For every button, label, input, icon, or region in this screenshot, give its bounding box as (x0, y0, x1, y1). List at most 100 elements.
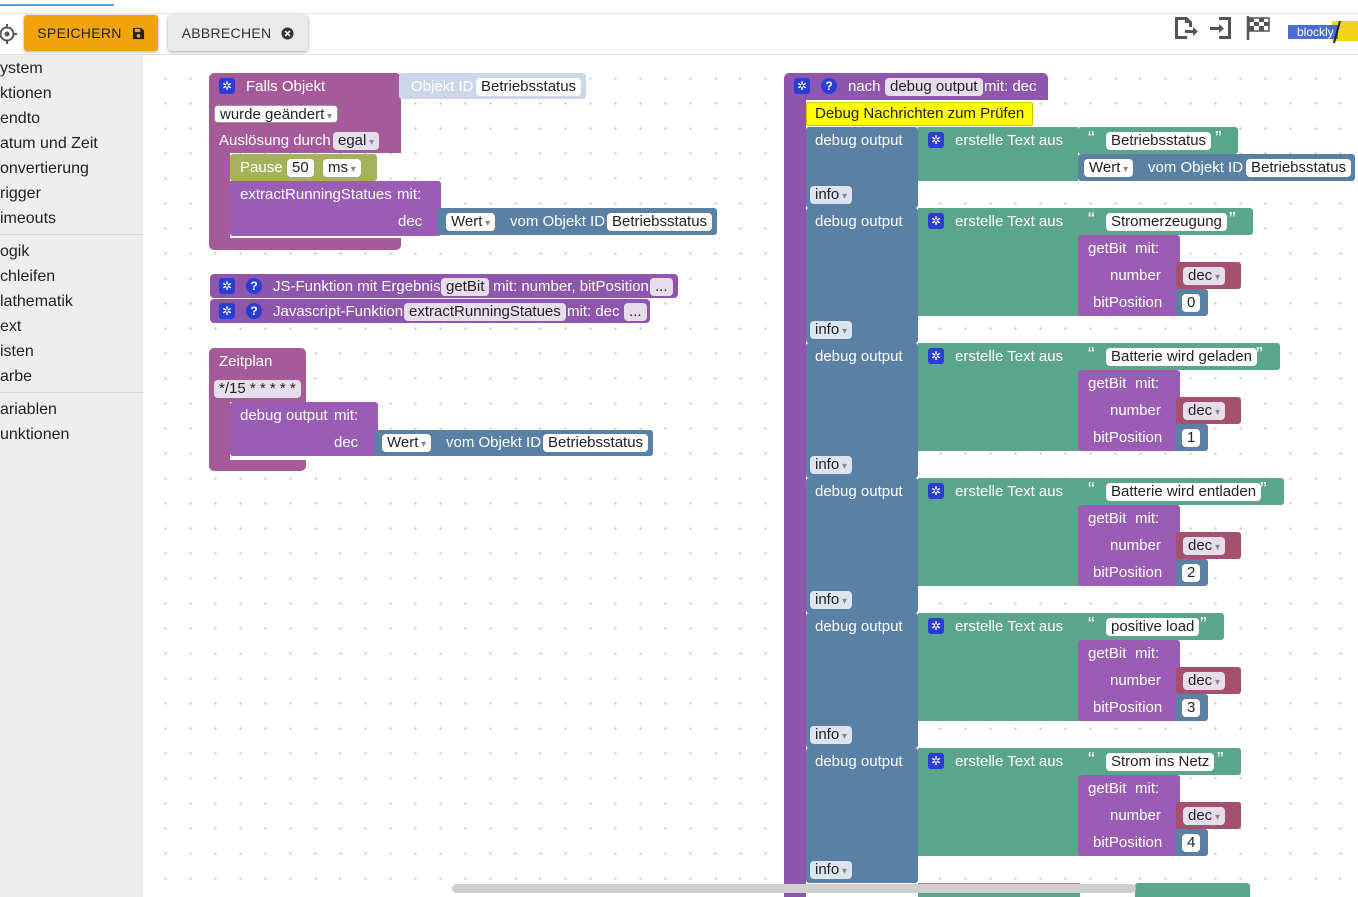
create-text-block[interactable] (918, 748, 1080, 856)
category-system[interactable]: ystem (0, 60, 43, 77)
gear-icon[interactable]: ✲ (219, 78, 235, 94)
category-mathematik[interactable]: lathematik (0, 293, 73, 310)
category-schleifen[interactable]: chleifen (0, 268, 56, 285)
bit-number-field[interactable]: 2 (1182, 564, 1201, 582)
category-timeouts[interactable]: imeouts (0, 210, 57, 227)
text-literal-field[interactable]: positive load (1106, 618, 1200, 636)
category-farbe[interactable]: arbe (0, 368, 33, 385)
category-trigger[interactable]: rigger (0, 185, 41, 202)
gear-icon[interactable]: ✲ (219, 303, 235, 319)
log-level-dropdown[interactable]: info (810, 456, 852, 474)
bit-number-field[interactable]: 1 (1182, 429, 1201, 447)
variable-dec-dropdown[interactable]: dec (1183, 267, 1225, 285)
pause-value-field[interactable]: 50 (287, 159, 314, 177)
state-value-dropdown[interactable]: Wert (382, 434, 432, 452)
help-icon[interactable]: ? (821, 78, 837, 94)
category-konvertierung[interactable]: onvertierung (0, 160, 89, 177)
log-level-dropdown[interactable]: info (810, 186, 852, 204)
state-value-object[interactable]: Betriebsstatus (1246, 159, 1352, 177)
create-text-block[interactable] (918, 478, 1080, 586)
state-value-dropdown[interactable]: Wert (1084, 159, 1134, 177)
procedure-name-field[interactable]: debug output (885, 78, 983, 96)
text-literal-field[interactable]: Stromerzeugung (1106, 213, 1227, 231)
state-value-object[interactable]: Betriebsstatus (543, 434, 649, 452)
create-text-block[interactable] (918, 613, 1080, 721)
gear-icon[interactable]: ✲ (928, 753, 944, 769)
category-listen[interactable]: isten (0, 343, 34, 360)
variable-dec-dropdown[interactable]: dec (1183, 537, 1225, 555)
gear-icon[interactable]: ✲ (928, 132, 944, 148)
export-icon[interactable] (1171, 14, 1199, 42)
getbit-bitposition-label: bitPosition (1093, 699, 1163, 716)
js-function-name[interactable]: extractRunningStatues (404, 303, 566, 321)
bit-number-field[interactable]: 4 (1182, 834, 1201, 852)
help-icon[interactable]: ? (246, 278, 262, 294)
category-datum-und-zeit[interactable]: atum und Zeit (0, 135, 98, 152)
state-value-dropdown[interactable]: Wert (446, 213, 496, 231)
gear-icon[interactable]: ✲ (928, 348, 944, 364)
log-level-dropdown[interactable]: info (810, 591, 852, 609)
create-text-block[interactable] (918, 208, 1080, 316)
variable-dec-dropdown[interactable]: dec (1183, 402, 1225, 420)
call-extract-block[interactable] (230, 181, 441, 236)
state-value-object[interactable]: Betriebsstatus (607, 213, 713, 231)
category-sendto[interactable]: endto (0, 110, 41, 127)
create-text-block[interactable] (918, 127, 1078, 181)
gear-icon[interactable]: ✲ (928, 213, 944, 229)
category-variablen[interactable]: ariablen (0, 401, 57, 418)
pause-unit-dropdown[interactable]: ms (323, 159, 361, 177)
js-function-name[interactable]: getBit (441, 278, 490, 296)
sidebar-divider (0, 234, 143, 235)
gear-icon[interactable]: ✲ (928, 483, 944, 499)
js-function-more[interactable]: ... (624, 303, 647, 321)
bit-number-field[interactable]: 3 (1182, 699, 1201, 717)
getbit-call-block[interactable] (1078, 640, 1180, 721)
toolbar: SPEICHERN ABBRECHEN blockly (0, 14, 1358, 55)
getbit-call-block[interactable] (1078, 775, 1180, 856)
triggered-by-dropdown[interactable]: egal (333, 132, 380, 150)
target-icon[interactable] (0, 23, 18, 45)
call-debug-block[interactable] (230, 402, 378, 456)
state-value-vom: vom Objekt ID (510, 213, 606, 230)
procedure-comment[interactable]: Debug Nachrichten zum Prüfen (806, 102, 1034, 126)
call-extract-arg: dec (398, 213, 423, 230)
getbit-bitposition-label: bitPosition (1093, 564, 1163, 581)
object-id-field[interactable]: Betriebsstatus (476, 78, 582, 96)
help-icon[interactable]: ? (246, 303, 262, 319)
getbit-call-block[interactable] (1078, 505, 1180, 586)
changed-dropdown[interactable]: wurde geändert (214, 105, 339, 123)
quote-open-icon: “ (1088, 344, 1095, 366)
category-text[interactable]: ext (0, 318, 22, 335)
getbit-call-block[interactable] (1078, 235, 1180, 316)
bit-number-field[interactable]: 0 (1182, 294, 1201, 312)
cancel-button[interactable]: ABBRECHEN (168, 15, 308, 51)
schedule-cron-field[interactable]: */15 * * * * * (214, 380, 301, 398)
horizontal-scrollbar[interactable] (452, 884, 1136, 893)
procedure-block-spine (784, 99, 806, 897)
checkered-flag-icon[interactable] (1244, 14, 1272, 42)
blockly-workspace[interactable]: ✲ Falls Objekt Objekt ID Betriebsstatus … (143, 55, 1358, 897)
gear-icon[interactable]: ✲ (928, 618, 944, 634)
text-literal-field[interactable]: Batterie wird geladen (1106, 348, 1257, 366)
create-text-block[interactable] (918, 343, 1080, 451)
js-function-more[interactable]: ... (650, 278, 673, 296)
category-logik[interactable]: ogik (0, 243, 30, 260)
call-debug-mit: mit: (334, 407, 359, 424)
category-funktionen[interactable]: unktionen (0, 426, 70, 443)
save-button[interactable]: SPEICHERN (24, 15, 158, 51)
pause-label: Pause (240, 159, 283, 176)
variable-dec-dropdown[interactable]: dec (1183, 672, 1225, 690)
getbit-call-block[interactable] (1078, 370, 1180, 451)
variable-dec-dropdown[interactable]: dec (1183, 807, 1225, 825)
text-literal-field[interactable]: Strom ins Netz (1106, 753, 1215, 771)
text-literal-field[interactable]: Betriebsstatus (1106, 132, 1212, 150)
log-level-dropdown[interactable]: info (810, 861, 852, 879)
log-level-dropdown[interactable]: info (810, 321, 852, 339)
category-aktionen[interactable]: ktionen (0, 85, 52, 102)
import-icon[interactable] (1208, 14, 1236, 42)
gear-icon[interactable]: ✲ (794, 78, 810, 94)
log-level-dropdown[interactable]: info (810, 726, 852, 744)
quote-open-icon: “ (1088, 614, 1095, 636)
gear-icon[interactable]: ✲ (219, 278, 235, 294)
text-literal-field[interactable]: Batterie wird entladen (1106, 483, 1262, 501)
